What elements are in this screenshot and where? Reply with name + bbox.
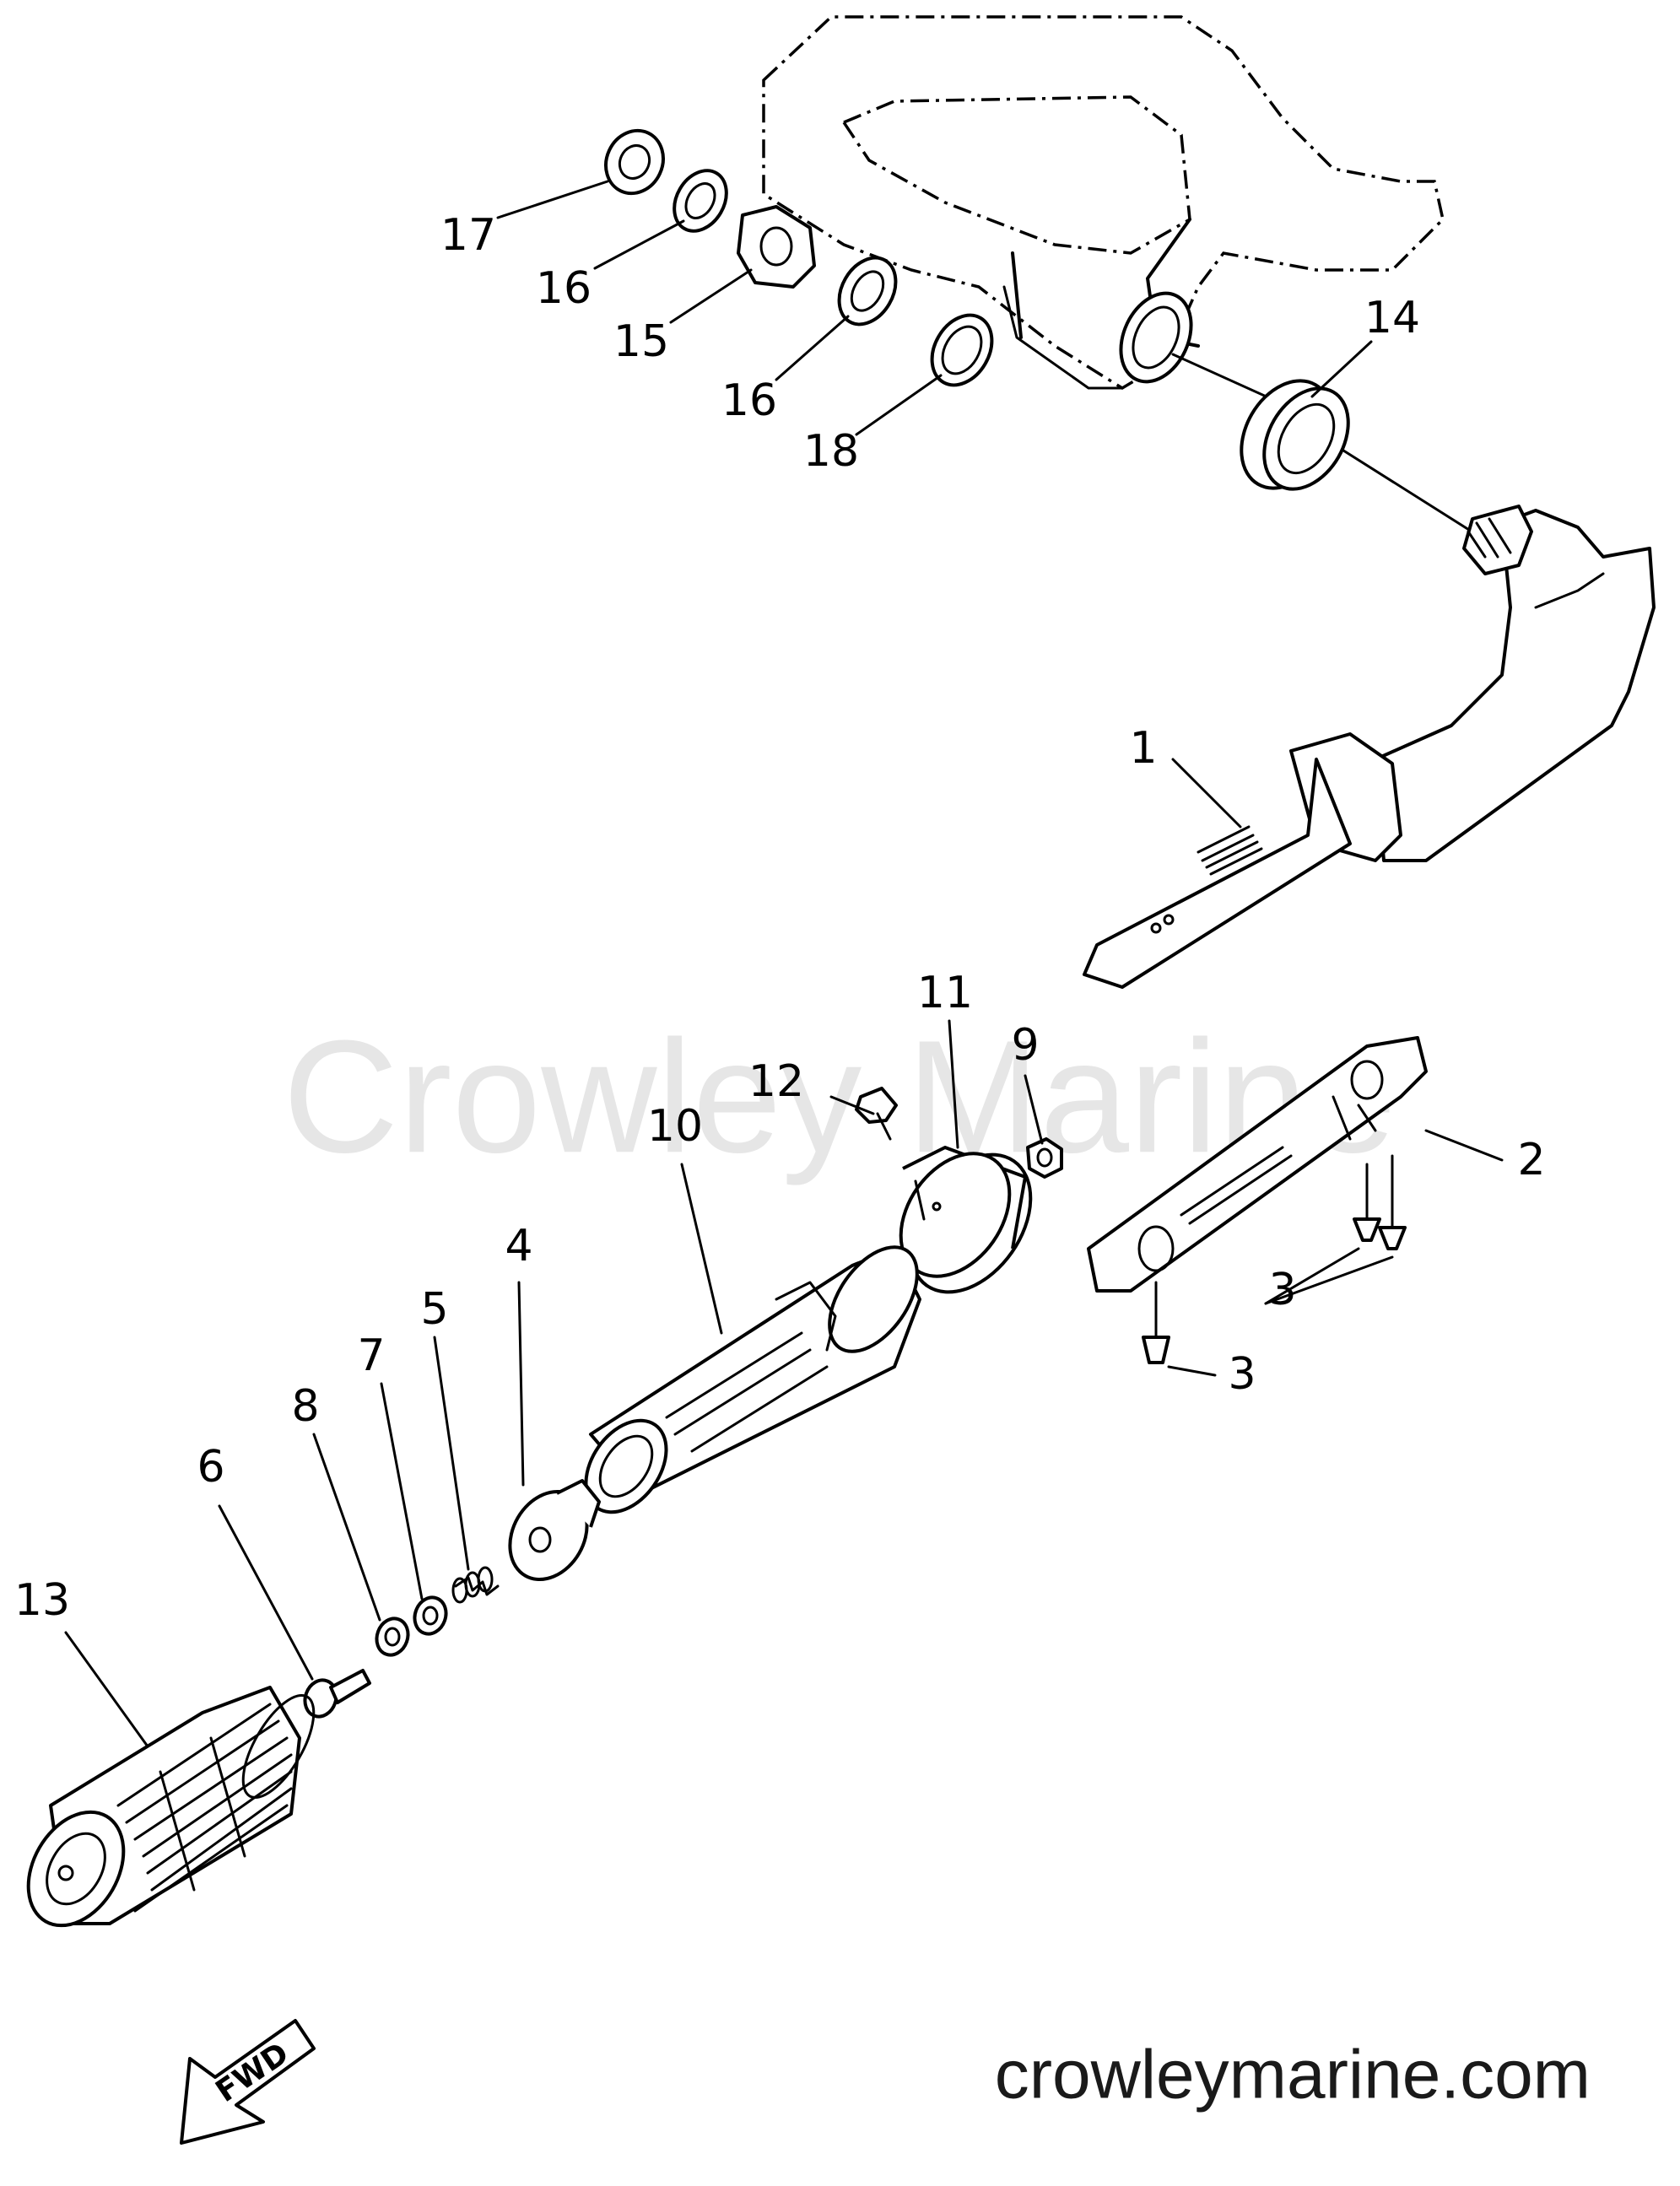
label-18: 18 bbox=[803, 426, 859, 477]
part-8-washer bbox=[375, 1617, 410, 1657]
part-17-nut bbox=[604, 128, 665, 196]
part-18-circlip bbox=[930, 313, 994, 387]
part-4-cap bbox=[508, 1479, 601, 1582]
fwd-label: FWD bbox=[210, 2036, 295, 2109]
label-10: 10 bbox=[647, 1101, 703, 1152]
label-3-upper: 3 bbox=[1268, 1265, 1296, 1315]
label-11: 11 bbox=[917, 968, 973, 1018]
label-6: 6 bbox=[197, 1442, 224, 1492]
part-7-washer bbox=[413, 1595, 448, 1636]
part-11-throttle-ring bbox=[899, 1146, 1033, 1294]
bracket-housing bbox=[762, 15, 1445, 391]
label-1: 1 bbox=[1129, 723, 1157, 774]
label-13: 13 bbox=[14, 1575, 70, 1626]
leader-lines bbox=[64, 180, 1504, 1748]
label-16-middle: 16 bbox=[721, 375, 777, 426]
label-15: 15 bbox=[613, 316, 669, 367]
label-5: 5 bbox=[420, 1284, 448, 1335]
label-3-lower: 3 bbox=[1228, 1349, 1256, 1400]
label-8: 8 bbox=[291, 1381, 319, 1432]
label-16-top: 16 bbox=[536, 263, 592, 314]
part-5-spring bbox=[451, 1566, 500, 1604]
part-16-washer-top bbox=[673, 169, 728, 233]
label-14: 14 bbox=[1364, 293, 1420, 343]
label-12: 12 bbox=[748, 1056, 804, 1107]
part-1-tiller-arm bbox=[1083, 505, 1656, 989]
label-4: 4 bbox=[505, 1221, 532, 1271]
watermark: Crowley Marine bbox=[283, 1007, 1396, 1186]
label-9: 9 bbox=[1011, 1020, 1039, 1071]
label-7: 7 bbox=[357, 1330, 385, 1381]
label-17: 17 bbox=[440, 210, 496, 261]
part-3-screws bbox=[1142, 1154, 1407, 1364]
part-12-screw bbox=[855, 1087, 898, 1141]
site-url: crowleymarine.com bbox=[995, 2037, 1591, 2113]
forward-arrow-icon: FWD bbox=[180, 2019, 316, 2145]
part-16-washer-middle bbox=[837, 256, 898, 327]
part-13-rubber-grip bbox=[26, 1686, 316, 1928]
part-labels: 17 16 15 16 18 14 1 11 9 12 10 2 4 3 3 5… bbox=[14, 210, 1546, 1626]
part-2-throttle-bracket bbox=[1087, 1036, 1428, 1293]
part-15-lock-washer bbox=[737, 205, 816, 289]
part-14-bushing bbox=[1240, 379, 1350, 491]
part-9-nut bbox=[1026, 1137, 1063, 1179]
label-2: 2 bbox=[1517, 1135, 1545, 1185]
part-10-grip-shaft bbox=[584, 1245, 921, 1514]
